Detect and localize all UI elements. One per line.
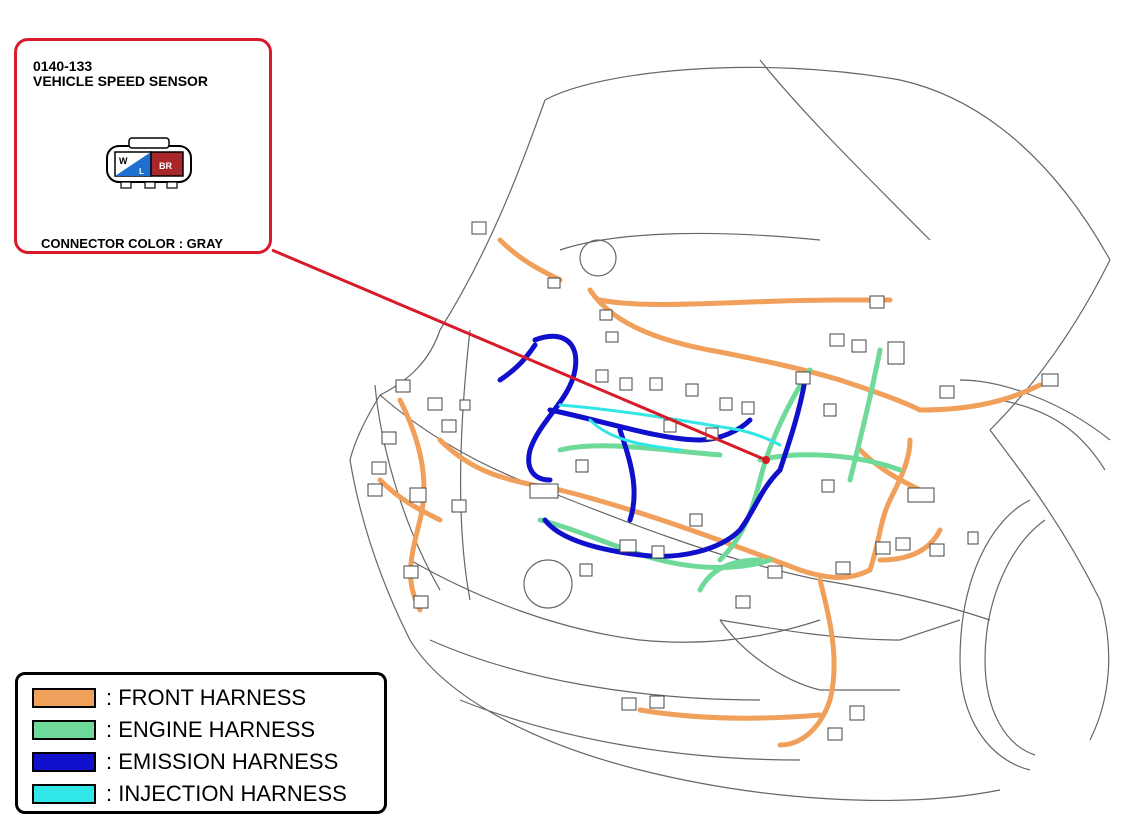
legend-swatch-emission	[32, 752, 96, 772]
pin-label-w: W	[119, 156, 128, 166]
connector-color-note: CONNECTOR COLOR : GRAY	[41, 236, 224, 251]
injection-harness	[558, 403, 782, 452]
legend-label-emission: : EMISSION HARNESS	[106, 749, 339, 774]
engine-harness	[537, 347, 903, 593]
legend-item-front: : FRONT HARNESS	[32, 685, 306, 711]
legend-item-emission: : EMISSION HARNESS	[32, 749, 338, 775]
legend-label-injection: : INJECTION HARNESS	[106, 781, 347, 806]
sensor-location-marker	[762, 456, 770, 464]
pin-br: BR	[150, 151, 184, 177]
connector-code: 0140-133	[33, 58, 93, 74]
legend-item-engine: : ENGINE HARNESS	[32, 717, 315, 743]
legend-swatch-injection	[32, 784, 96, 804]
leader-line	[271, 248, 767, 462]
front-harness	[377, 237, 1043, 748]
pin-label-br: BR	[159, 161, 172, 171]
legend-swatch-engine	[32, 720, 96, 740]
pin-w-l: W L	[114, 151, 152, 177]
legend-item-injection: : INJECTION HARNESS	[32, 781, 347, 807]
connector-face-illustration: W L BR	[106, 137, 192, 189]
legend-label-engine: : ENGINE HARNESS	[106, 717, 316, 742]
legend-swatch-front	[32, 688, 96, 708]
pin-label-l: L	[139, 167, 144, 176]
harness-legend: : FRONT HARNESS : ENGINE HARNESS : EMISS…	[15, 672, 387, 814]
legend-label-front: : FRONT HARNESS	[106, 685, 307, 710]
harness-connectors	[367, 221, 1059, 741]
connector-callout: 0140-133 VEHICLE SPEED SENSOR W L BR CON…	[14, 38, 272, 254]
vehicle-outline	[349, 59, 1111, 802]
connector-name: VEHICLE SPEED SENSOR	[33, 73, 209, 89]
